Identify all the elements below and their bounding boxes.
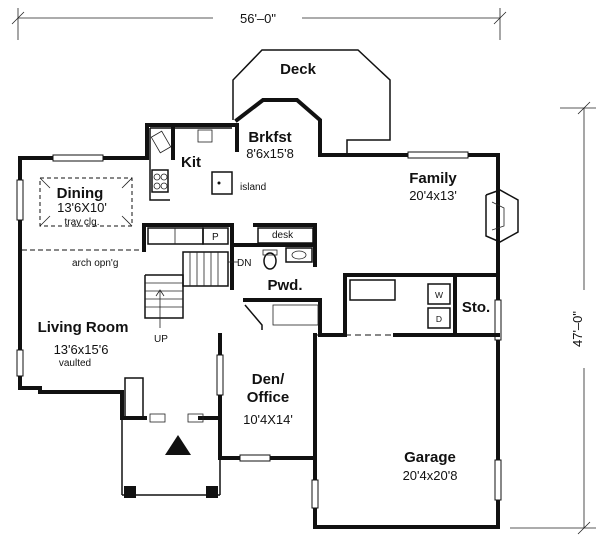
depth-dimension: 47'–0" — [510, 101, 596, 535]
deck-label: Deck — [280, 61, 317, 78]
stairs-up-label: UP — [154, 334, 168, 345]
family-label: Family — [409, 170, 457, 187]
fireplace — [485, 189, 519, 243]
kit-label: Kit — [181, 154, 201, 171]
desk-label: desk — [272, 230, 294, 241]
pantry-cabinets — [147, 227, 229, 245]
deck-outline — [232, 49, 391, 156]
den-size: 10'4X14' — [243, 412, 293, 427]
dining-note: tray clg. — [64, 217, 99, 228]
island-label: island — [240, 182, 266, 193]
dining-label: Dining — [57, 185, 104, 202]
pwd-closet — [272, 304, 319, 326]
pantry-label: P — [212, 232, 219, 243]
living-note: vaulted — [59, 358, 91, 369]
width-label: 56'–0" — [240, 11, 276, 26]
depth-label: 47'–0" — [570, 311, 585, 347]
pwd-label: Pwd. — [267, 277, 302, 294]
laundry — [349, 279, 451, 329]
sto-label: Sto. — [462, 299, 490, 316]
dining-size: 13'6X10' — [57, 200, 107, 215]
pwd-door — [244, 304, 263, 330]
garage-size: 20'4x20'8 — [403, 468, 458, 483]
width-dimension: 56'–0" — [11, 8, 507, 40]
family-size: 20'4x13' — [409, 188, 457, 203]
brkfst-label: Brkfst — [248, 129, 291, 146]
living-label: Living Room — [38, 319, 129, 336]
living-size: 13'6x15'6 — [54, 342, 109, 357]
garage-label: Garage — [404, 449, 456, 466]
arch-label: arch opn'g — [72, 258, 118, 269]
stairs — [144, 251, 238, 328]
washer-label: W — [435, 290, 443, 300]
interior-walls — [142, 223, 500, 337]
brkfst-size: 8'6x15'8 — [246, 146, 294, 161]
entry-arrow-icon — [165, 435, 191, 455]
dining-tray-ceiling — [39, 177, 133, 227]
office-label: Office — [247, 389, 290, 406]
powder-room-fixtures — [262, 247, 313, 270]
den-label: Den/ — [252, 371, 285, 388]
island-counter — [211, 171, 233, 195]
stairs-dn-label: DN — [237, 258, 251, 269]
porch — [121, 377, 221, 498]
desk-counter — [257, 227, 314, 244]
kitchen-counters — [149, 127, 233, 201]
dryer-label: D — [436, 314, 442, 324]
windows — [16, 151, 502, 509]
